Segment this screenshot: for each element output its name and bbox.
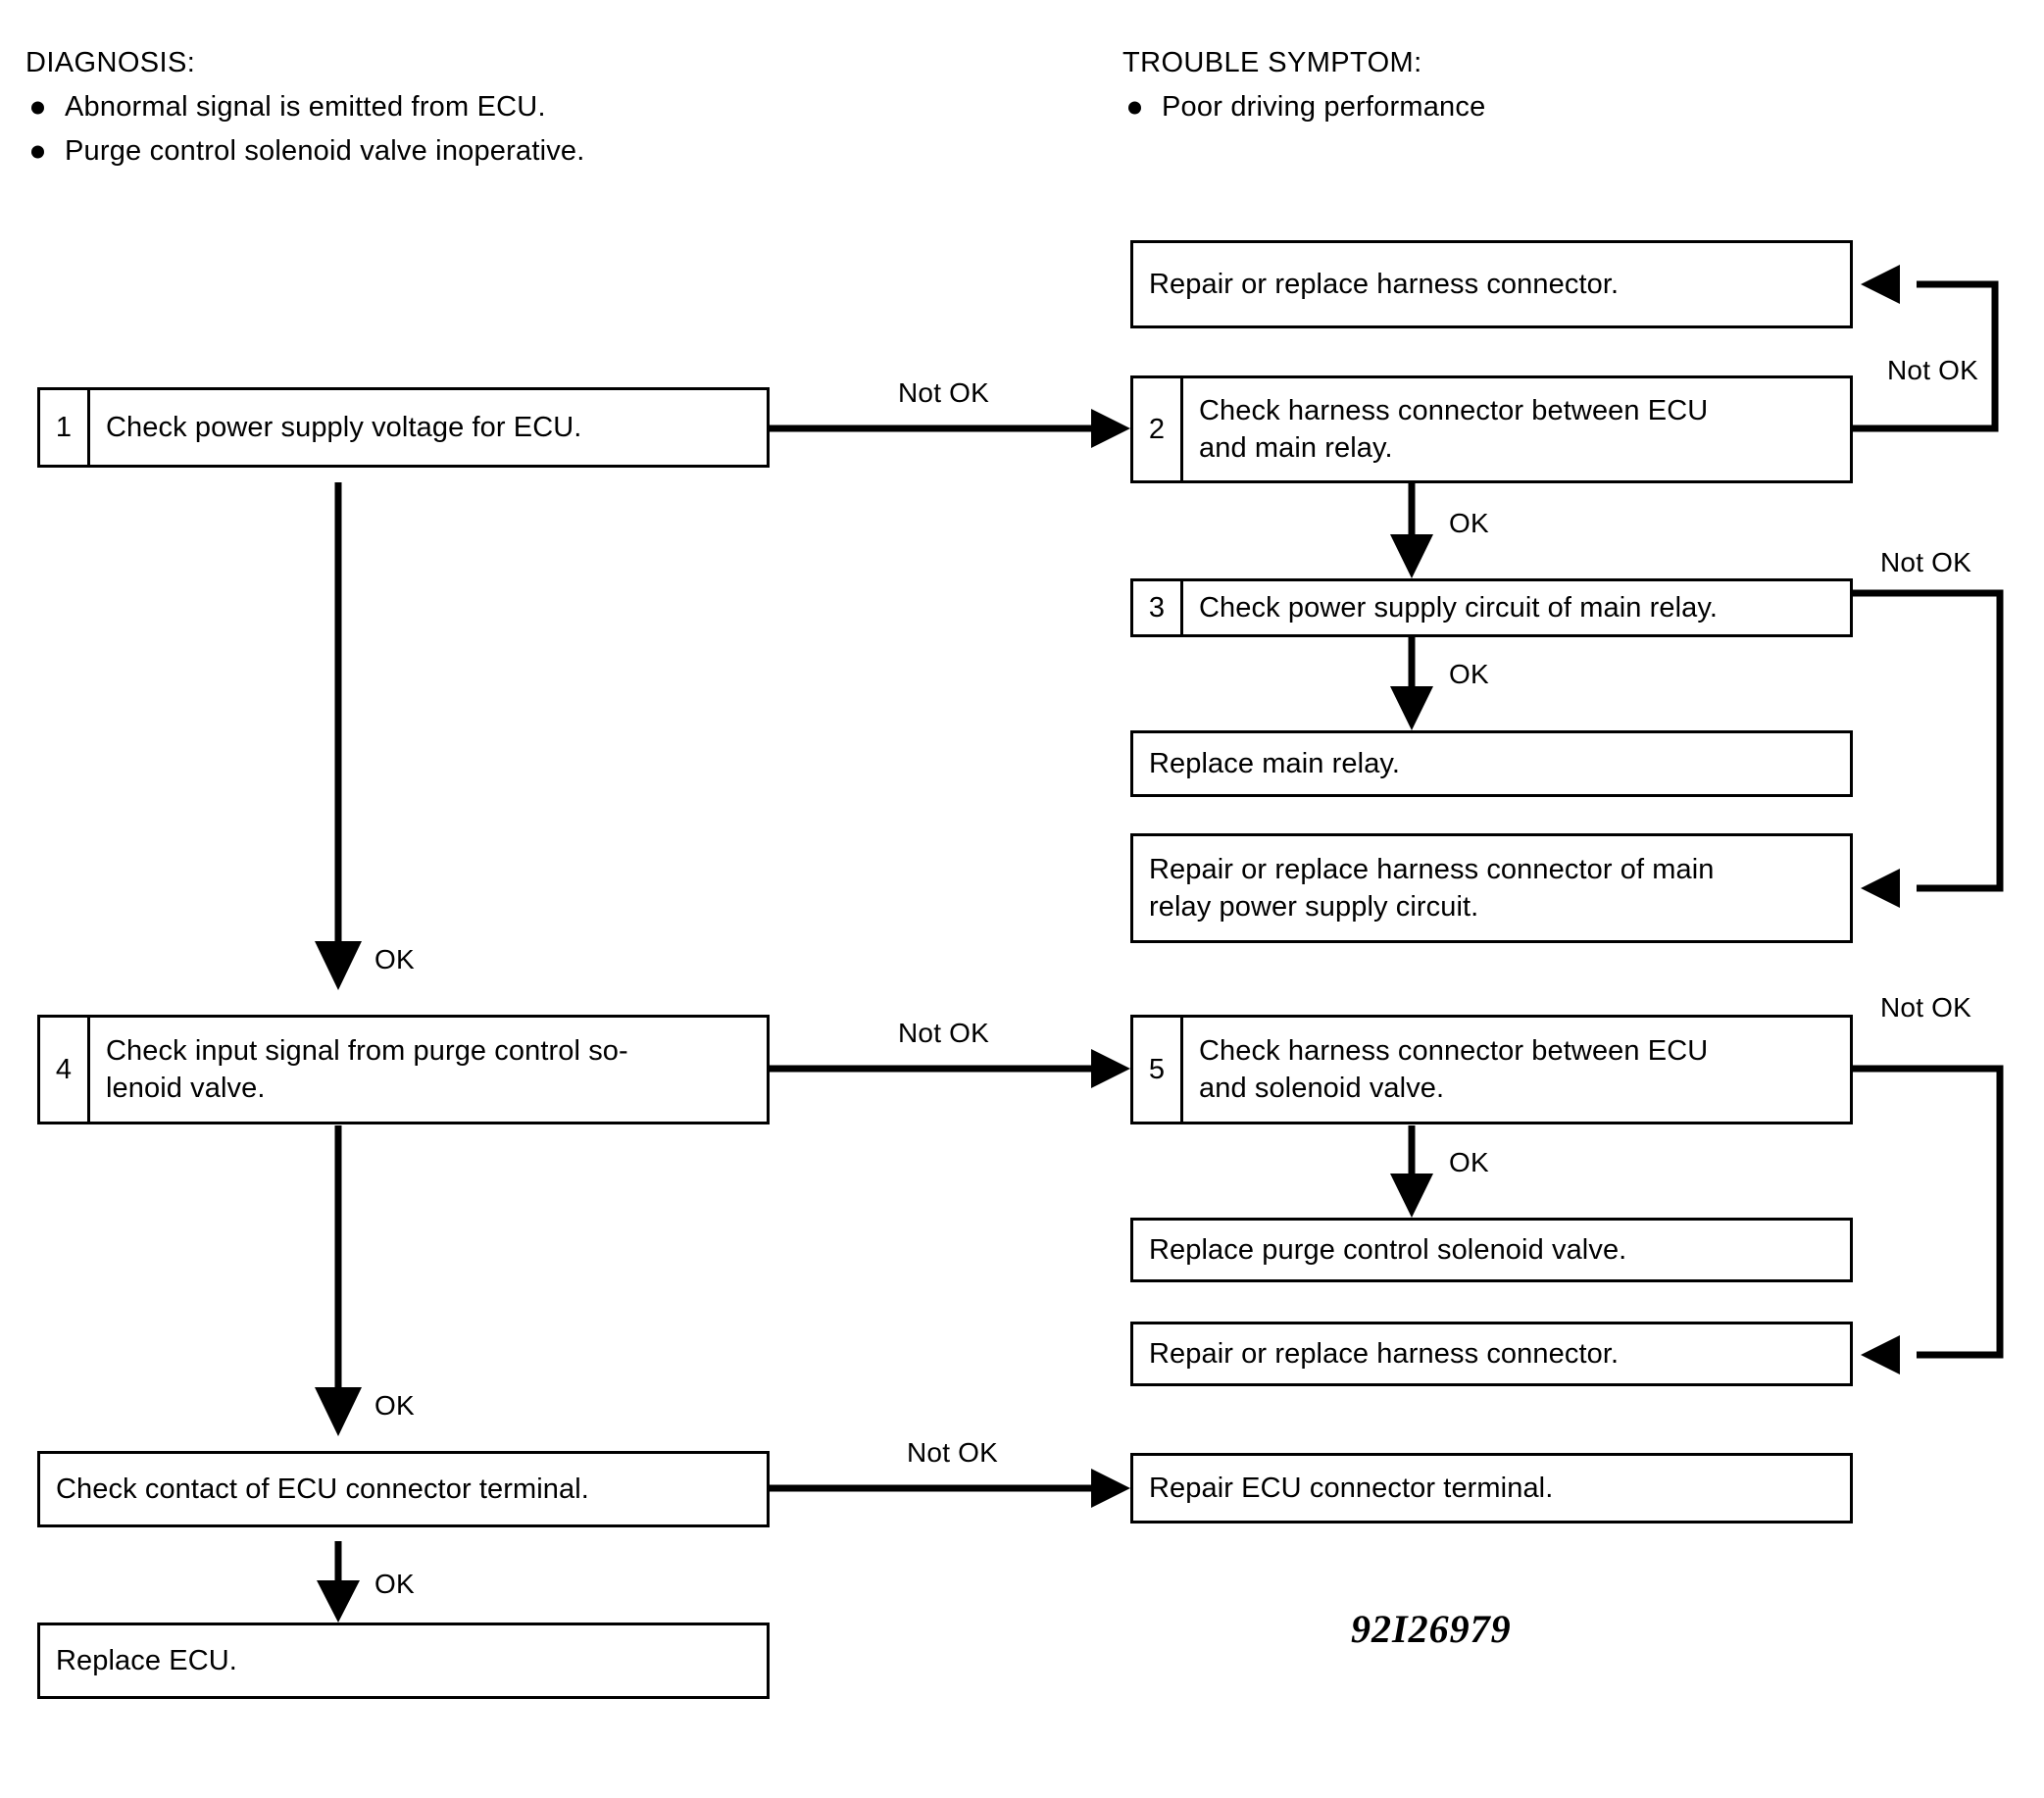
loop-step3-notok xyxy=(1853,589,2004,892)
box-check-contact-text: Check contact of ECU connector terminal. xyxy=(56,1473,589,1505)
box-step4-text: Check input signal from purge control so… xyxy=(106,1034,628,1104)
bullet-icon xyxy=(1128,101,1141,114)
box-replace-main-relay[interactable]: Replace main relay. xyxy=(1130,730,1853,797)
trouble-symptom-list: Poor driving performance xyxy=(1122,91,1485,124)
box-step1-text: Check power supply voltage for ECU. xyxy=(106,411,582,443)
loop-step5-notok xyxy=(1853,1065,2004,1359)
trouble-symptom-item-text: Poor driving performance xyxy=(1162,91,1486,123)
arrowhead-check-contact-to-repair-terminal xyxy=(1091,1469,1130,1508)
label-ok-step3-to-replace-relay: OK xyxy=(1449,659,1489,689)
bullet-icon xyxy=(31,145,44,158)
label-notok-check-contact-to-repair: Not OK xyxy=(907,1437,999,1468)
box-step2-text: Check harness connector between ECU and … xyxy=(1199,394,1709,464)
arrowhead-step5-notok xyxy=(1861,1335,1900,1374)
box-repair-harness-top-text: Repair or replace harness connector. xyxy=(1149,268,1620,300)
arrowhead-step5-to-replace-solenoid xyxy=(1390,1174,1433,1218)
label-ok-check-contact-to-replace-ecu: OK xyxy=(374,1569,415,1599)
trouble-symptom-header: TROUBLE SYMPTOM: Poor driving performanc… xyxy=(1122,47,1485,124)
box-step3[interactable]: 3 Check power supply circuit of main rel… xyxy=(1130,578,1853,637)
box-repair-harness-solenoid-text: Repair or replace harness connector. xyxy=(1149,1337,1620,1370)
box-step2-number: 2 xyxy=(1133,378,1183,480)
arrowhead-step2-notok xyxy=(1861,265,1900,304)
diagnosis-item-text: Abnormal signal is emitted from ECU. xyxy=(65,91,546,123)
box-repair-ecu-terminal[interactable]: Repair ECU connector terminal. xyxy=(1130,1453,1853,1523)
box-step5[interactable]: 5 Check harness connector between ECU an… xyxy=(1130,1015,1853,1124)
box-replace-main-relay-text: Replace main relay. xyxy=(1149,747,1401,779)
box-step5-number: 5 xyxy=(1133,1018,1183,1122)
label-notok-step2-loop: Not OK xyxy=(1887,355,1979,385)
label-ok-step4-to-check-contact: OK xyxy=(374,1390,415,1421)
box-step3-number: 3 xyxy=(1133,581,1183,634)
diagnosis-list-item: Purge control solenoid valve inoperative… xyxy=(25,135,585,168)
label-notok-step4-to-step5: Not OK xyxy=(898,1018,990,1048)
box-step1-number: 1 xyxy=(40,390,90,465)
arrowhead-step4-to-step5 xyxy=(1091,1049,1130,1088)
box-step4[interactable]: 4 Check input signal from purge control … xyxy=(37,1015,770,1124)
arrowhead-step4-to-check-contact xyxy=(315,1387,362,1436)
box-repair-main-relay-circuit-text: Repair or replace harness connector of m… xyxy=(1149,853,1715,923)
box-step3-text: Check power supply circuit of main relay… xyxy=(1199,591,1718,624)
bullet-icon xyxy=(31,101,44,114)
trouble-symptom-list-item: Poor driving performance xyxy=(1122,91,1485,124)
arrowhead-step1-to-step2 xyxy=(1091,409,1130,448)
diagnosis-list: Abnormal signal is emitted from ECU. Pur… xyxy=(25,91,585,168)
box-replace-solenoid[interactable]: Replace purge control solenoid valve. xyxy=(1130,1218,1853,1282)
box-replace-ecu-text: Replace ECU. xyxy=(56,1644,237,1676)
label-notok-step5-loop: Not OK xyxy=(1880,992,1972,1023)
label-notok-step1-to-step2: Not OK xyxy=(898,377,990,408)
diagnosis-header: DIAGNOSIS: Abnormal signal is emitted fr… xyxy=(25,47,585,168)
label-ok-step5-to-replace-solenoid: OK xyxy=(1449,1147,1489,1177)
box-check-contact[interactable]: Check contact of ECU connector terminal. xyxy=(37,1451,770,1527)
box-repair-harness-solenoid[interactable]: Repair or replace harness connector. xyxy=(1130,1322,1853,1386)
label-ok-step1-to-step4: OK xyxy=(374,944,415,974)
arrowhead-step2-to-step3 xyxy=(1390,534,1433,578)
box-repair-main-relay-circuit[interactable]: Repair or replace harness connector of m… xyxy=(1130,833,1853,943)
arrowhead-step1-to-step4 xyxy=(315,941,362,990)
label-ok-step2-to-step3: OK xyxy=(1449,508,1489,538)
label-notok-step3-loop: Not OK xyxy=(1880,547,1972,577)
figure-id: 92I26979 xyxy=(1351,1607,1512,1651)
box-step2[interactable]: 2 Check harness connector between ECU an… xyxy=(1130,375,1853,483)
arrowhead-step3-notok xyxy=(1861,869,1900,908)
diagnosis-item-text: Purge control solenoid valve inoperative… xyxy=(65,135,585,167)
arrowhead-check-contact-to-replace-ecu xyxy=(317,1580,360,1623)
box-repair-harness-top[interactable]: Repair or replace harness connector. xyxy=(1130,240,1853,328)
trouble-symptom-title: TROUBLE SYMPTOM: xyxy=(1122,47,1422,78)
arrowhead-step3-to-replace-relay xyxy=(1390,686,1433,730)
box-replace-solenoid-text: Replace purge control solenoid valve. xyxy=(1149,1233,1627,1266)
box-step5-text: Check harness connector between ECU and … xyxy=(1199,1034,1709,1104)
box-step4-number: 4 xyxy=(40,1018,90,1122)
box-step1[interactable]: 1 Check power supply voltage for ECU. xyxy=(37,387,770,468)
box-replace-ecu[interactable]: Replace ECU. xyxy=(37,1623,770,1699)
diagnosis-title: DIAGNOSIS: xyxy=(25,47,196,78)
diagnosis-list-item: Abnormal signal is emitted from ECU. xyxy=(25,91,585,124)
box-repair-ecu-terminal-text: Repair ECU connector terminal. xyxy=(1149,1472,1554,1504)
